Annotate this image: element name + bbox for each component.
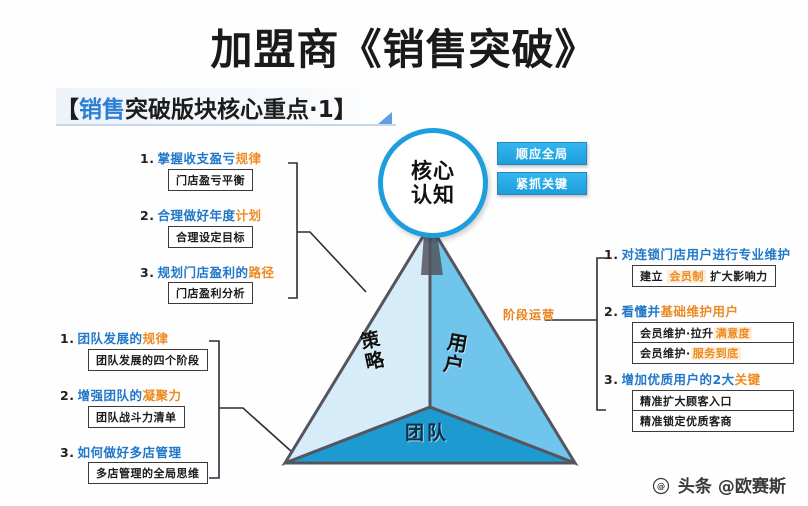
annotation-box-row: 精准扩大顾客入口精准锁定优质客商: [604, 389, 794, 433]
annotation-box-text: 精准锁定优质客商: [640, 415, 732, 429]
annotation-text-orange: 路径: [248, 264, 275, 280]
annotation-box-row: 门店盈亏平衡: [140, 168, 295, 200]
annotation-box-text: 门店盈利分析: [176, 287, 245, 301]
annotation-line: 3.如何做好多店管理: [60, 444, 215, 460]
svg-text:@: @: [657, 481, 665, 491]
page-title: 加盟商《销售突破》: [210, 25, 598, 74]
subtitle-rest: 突破版块核心重点·1】: [125, 97, 357, 123]
subtitle-text: 【销售突破版块核心重点·1】: [56, 90, 357, 124]
annotation-box[interactable]: 多店管理的全局思维: [88, 462, 208, 485]
annotation-text-orange: 规律: [235, 151, 262, 166]
pill-button-1[interactable]: 顺应全局: [497, 142, 587, 165]
annotation-line: 1.掌握收支盈亏规律: [140, 152, 295, 166]
annotation-text-blue: 增强团队的: [77, 387, 143, 403]
annotation-line: 2.合理做好年度计划: [140, 207, 295, 223]
annotation-line: 3.规划门店盈利的路径: [140, 264, 295, 280]
annotation-box-row: 建立 会员制 扩大影响力: [604, 264, 794, 296]
annotation-box-text: 精准扩大顾客入口: [640, 394, 732, 408]
annotation-number: 3.: [140, 264, 155, 280]
annotation-text-orange: 基础维护用户: [660, 303, 739, 319]
watermark-source: 头条: [677, 477, 712, 497]
watermark-handle: @欧赛斯: [717, 477, 786, 497]
annotation-box-text: 门店盈亏平衡: [176, 173, 245, 187]
annotation-text-blue: 掌握收支盈亏: [157, 151, 236, 166]
annotation-box-row: 门店盈利分析: [140, 282, 295, 313]
connector-top-left-to-pyramid: [297, 231, 367, 293]
annotation-box-highlight: 服务到底: [690, 347, 741, 361]
annotation-box[interactable]: 门店盈利分析: [168, 282, 253, 305]
annotation-box[interactable]: 团队战斗力清单: [88, 405, 185, 428]
annotation-number: 3.: [604, 372, 619, 388]
annotation-text-blue: 增加优质用户的2大: [621, 372, 735, 388]
core-line-2: 认知: [411, 182, 455, 207]
annotation-line: 2.看懂并基础维护用户: [604, 303, 794, 319]
annotation-number: 2.: [140, 207, 155, 223]
annotation-box-text: 会员维护·: [640, 347, 691, 361]
annotation-text-blue: 如何做好多店管理: [77, 444, 182, 460]
connector-bottom-left-to-pyramid: [219, 407, 293, 453]
toutiao-logo-icon: @: [652, 477, 670, 495]
annotation-text-orange: 计划: [235, 207, 262, 223]
pyramid-label-team: 团队: [405, 422, 450, 444]
annotation-box[interactable]: 合理设定目标: [168, 225, 253, 248]
annotation-number: 1.: [140, 151, 155, 166]
pyramid-diagram: [281, 219, 579, 466]
annotation-text-orange: 规律: [142, 331, 169, 346]
annotation-box-highlight: 满意度: [713, 326, 753, 340]
annotation-box-text: 多店管理的全局思维: [96, 467, 200, 481]
annotation-box-row: 团队战斗力清单: [60, 405, 215, 437]
annotation-text-orange: 关键: [734, 372, 761, 388]
bracket-top-left: [288, 162, 298, 299]
annotation-box[interactable]: 门店盈亏平衡: [168, 168, 253, 191]
annotation-line: 2.增强团队的凝聚力: [60, 387, 215, 403]
annotation-text-blue: 规划门店盈利的: [157, 264, 249, 280]
annotation-number: 2.: [60, 387, 75, 403]
annotation-line: 3.增加优质用户的2大关键: [604, 373, 794, 387]
annotation-number: 2.: [604, 303, 619, 319]
annotation-text-blue: 对连锁门店用户进行专业维护: [621, 247, 791, 262]
annotation-box[interactable]: 建立 会员制 扩大影响力: [632, 264, 776, 287]
annotation-box-highlight: 会员制: [667, 269, 706, 283]
annotation-box[interactable]: 会员维护·服务到底: [632, 342, 794, 365]
annotation-text-blue: 看懂并: [621, 303, 661, 319]
annotation-box-row: 团队发展的四个阶段: [60, 348, 215, 380]
annotation-box-text: 团队战斗力清单: [96, 410, 177, 424]
annotation-box[interactable]: 精准锁定优质客商: [632, 410, 794, 433]
core-line-1: 核心: [411, 158, 455, 184]
subtitle-open-bracket: 【: [56, 97, 79, 123]
subtitle-banner: 【销售突破版块核心重点·1】: [56, 88, 396, 126]
core-cognition-circle: 核心 认知: [378, 128, 488, 238]
annotation-number: 1.: [60, 331, 75, 346]
subtitle-highlight: 销售: [79, 97, 125, 123]
bracket-bottom-left: [209, 340, 220, 479]
annotation-number: 3.: [60, 444, 75, 460]
annotation-box-text: 会员维护·拉升: [640, 326, 714, 340]
annotation-box-text: 团队发展的四个阶段: [96, 353, 200, 367]
annotation-box-text: 合理设定目标: [176, 230, 245, 244]
annotation-box-row: 多店管理的全局思维: [60, 462, 215, 493]
annotation-box-text-post: 扩大影响力: [705, 269, 768, 283]
annotation-text-orange: 凝聚力: [142, 387, 182, 403]
pyramid-face-right: [428, 219, 579, 466]
stage-operations-label: 阶段运营: [503, 308, 556, 322]
annotation-box-row: 合理设定目标: [140, 225, 295, 257]
group-top-left: 1.掌握收支盈亏规律门店盈亏平衡 2.合理做好年度计划合理设定目标 3.规划门店盈利…: [140, 152, 295, 322]
bracket-right: [596, 257, 606, 411]
annotation-box[interactable]: 团队发展的四个阶段: [88, 348, 208, 371]
annotation-box-row: 会员维护·拉升满意度会员维护·服务到底: [604, 321, 794, 365]
annotation-text-blue: 团队发展的: [77, 331, 143, 346]
pill-button-2[interactable]: 紧抓关键: [497, 172, 587, 195]
annotation-line: 1.团队发展的规律: [60, 332, 215, 346]
annotation-line: 1.对连锁门店用户进行专业维护: [604, 248, 794, 262]
watermark: @ 头条 @欧赛斯: [652, 472, 786, 497]
annotation-text-blue: 合理做好年度: [157, 207, 236, 223]
annotation-box-text: 建立: [640, 269, 668, 283]
annotation-number: 1.: [604, 247, 619, 262]
